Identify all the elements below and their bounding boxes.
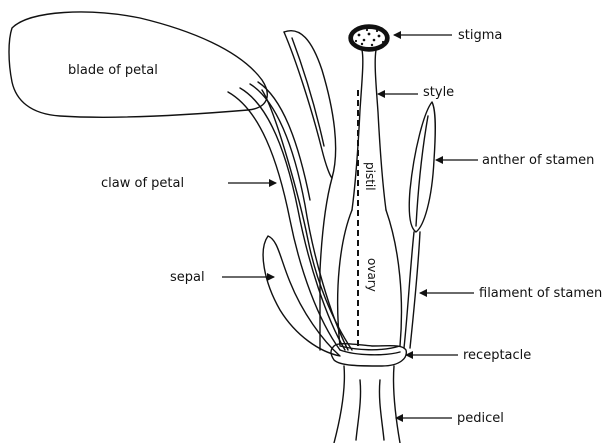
label-anther-of-stamen: anther of stamen bbox=[482, 154, 594, 167]
label-sepal: sepal bbox=[170, 271, 205, 284]
label-pistil: pistil bbox=[364, 162, 376, 191]
label-pedicel: pedicel bbox=[457, 412, 504, 425]
pedicel-shape bbox=[334, 366, 344, 443]
label-blade-of-petal: blade of petal bbox=[68, 64, 158, 77]
sepal-shape bbox=[263, 236, 340, 356]
label-receptacle: receptacle bbox=[463, 349, 531, 362]
label-ovary: ovary bbox=[366, 258, 378, 292]
label-claw-of-petal: claw of petal bbox=[101, 177, 184, 190]
label-filament-of-stamen: filament of stamen bbox=[479, 287, 602, 300]
label-style: style bbox=[423, 86, 454, 99]
anther-shape bbox=[409, 102, 435, 232]
label-stigma: stigma bbox=[458, 29, 502, 42]
